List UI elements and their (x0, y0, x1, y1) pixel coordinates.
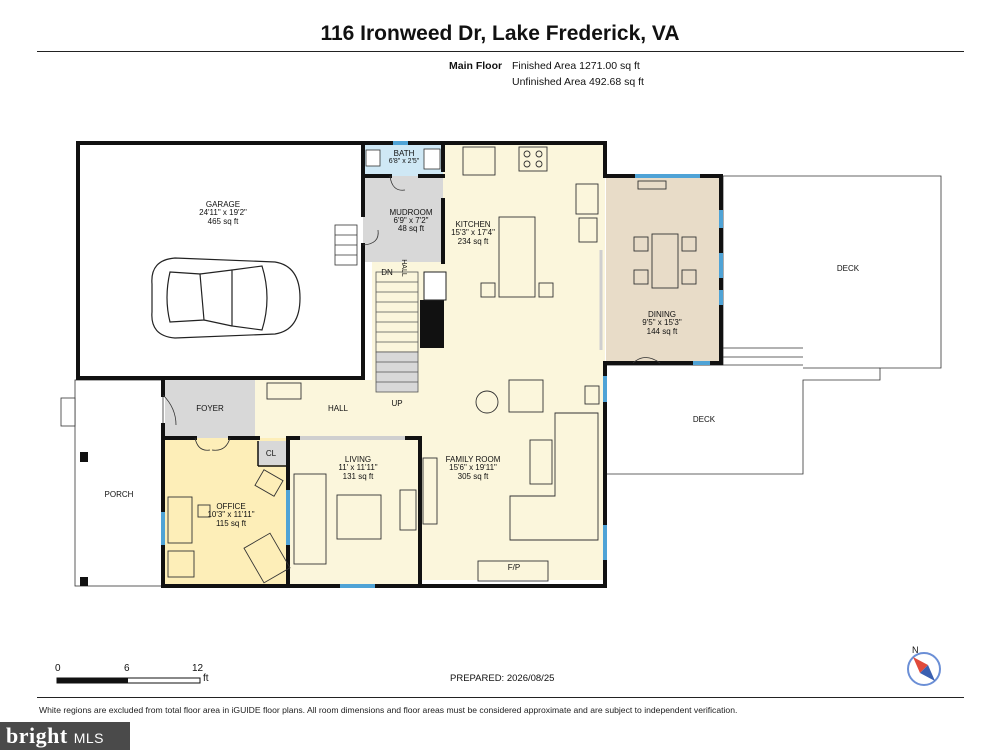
compass-icon: N (907, 645, 941, 686)
room-dims: 11' x 11'11" (338, 463, 377, 472)
room-area: 131 sq ft (343, 472, 374, 481)
watermark-bar (0, 722, 130, 750)
title-divider (37, 51, 964, 52)
prepared-date: PREPARED: 2026/08/25 (450, 673, 555, 684)
room-area: 234 sq ft (458, 237, 489, 246)
room-area: 305 sq ft (458, 472, 489, 481)
compass-label: N (912, 645, 919, 655)
stairs-label: DN (381, 268, 393, 277)
scale-tick: 12 (192, 663, 204, 674)
room-dims: 15'3" x 17'4" (451, 228, 495, 237)
dining-floor (606, 178, 721, 362)
floor-label: Main Floor (449, 60, 503, 72)
stairs-label: UP (391, 399, 402, 408)
room-name: KITCHEN (455, 220, 490, 229)
room-name: DECK (837, 264, 860, 273)
room-name: HALL (328, 404, 349, 413)
room-name: BATH (394, 149, 415, 158)
scale-tick: 6 (124, 663, 130, 674)
footer-divider (37, 697, 964, 698)
room-name: FOYER (196, 404, 224, 413)
room-dims: 24'11" x 19'2" (199, 208, 247, 217)
room-name: HALL (400, 259, 407, 277)
office-furniture (167, 469, 291, 584)
scale-tick: 0 (55, 663, 61, 674)
room-dims: 6'9" x 7'2" (394, 216, 429, 225)
windows (161, 141, 723, 588)
room-name: FAMILY ROOM (446, 455, 501, 464)
page-title: 116 Ironweed Dr, Lake Frederick, VA (320, 22, 680, 45)
dining-table (633, 180, 697, 289)
kitchen-family-floor (420, 145, 605, 580)
living-furniture (293, 473, 417, 565)
room-dims: 10'3" x 11'11" (207, 510, 254, 519)
foyer-floor (165, 380, 255, 438)
scale-unit: ft (203, 673, 209, 684)
room-area: 48 sq ft (398, 224, 425, 233)
room-area: 465 sq ft (208, 217, 239, 226)
room-dims: 6'8" x 2'5" (389, 158, 420, 165)
finished-area: Finished Area 1271.00 sq ft (512, 60, 640, 72)
room-name: DECK (693, 415, 716, 424)
room-name: DINING (648, 310, 676, 319)
family-room-furniture (266, 382, 599, 582)
room-name: OFFICE (216, 502, 245, 511)
room-name: LIVING (345, 455, 371, 464)
stairs-down (375, 271, 419, 393)
room-name: MUDROOM (389, 208, 432, 217)
room-area: 115 sq ft (216, 519, 247, 528)
car-icon (151, 257, 301, 339)
room-name: CL (266, 449, 277, 458)
scale-bar (56, 677, 201, 684)
room-name: PORCH (105, 490, 134, 499)
room-area: 144 sq ft (647, 327, 678, 336)
fireplace-label: F/P (508, 563, 520, 572)
unfinished-area: Unfinished Area 492.68 sq ft (512, 76, 644, 88)
porch-outline (74, 379, 164, 587)
kitchen-fixtures (462, 146, 600, 414)
room-dims: 9'5" x 15'3" (642, 318, 682, 327)
door-swing (362, 229, 379, 246)
room-dims: 15'6" x 19'11" (449, 463, 497, 472)
disclaimer: White regions are excluded from total fl… (39, 705, 738, 715)
living-floor (290, 440, 420, 584)
room-name: GARAGE (206, 200, 240, 209)
closet-floor (258, 441, 286, 465)
